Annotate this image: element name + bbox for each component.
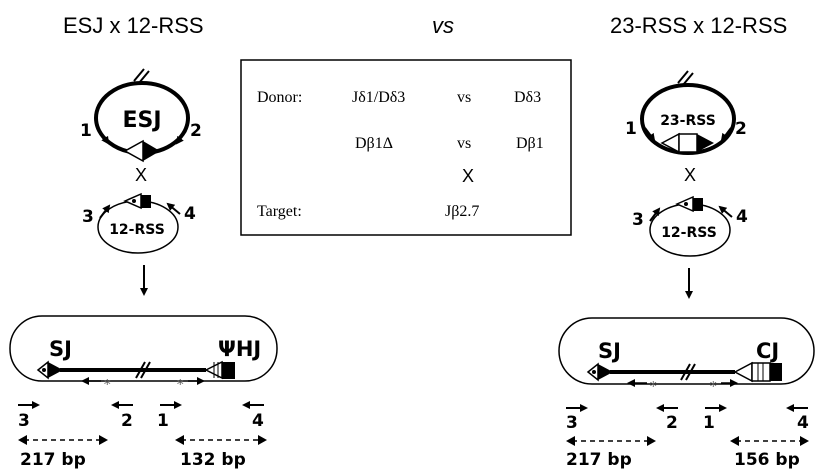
center-header: vs <box>432 13 454 38</box>
primer-2-label: 2 <box>190 121 202 141</box>
primer-3-label: 3 <box>82 207 94 227</box>
donor-row2-b: Dβ1 <box>516 135 544 152</box>
right-primer-2-label: 2 <box>735 119 747 139</box>
left-12rss-label: 12-RSS <box>109 222 165 238</box>
box-cross: X <box>462 166 474 186</box>
right-primer-3-label: 3 <box>632 210 644 230</box>
target-value: Jβ2.7 <box>445 203 479 220</box>
right-sj-label: SJ <box>598 339 621 363</box>
right-bottom-label-2: 2 <box>666 413 678 433</box>
donor-row1-b: Dδ3 <box>514 89 541 106</box>
right-12rss-label: 12-RSS <box>661 225 717 241</box>
primer-4-arrow <box>166 202 181 215</box>
right-bottom-label-1: 1 <box>703 413 715 433</box>
right-primer-1-arrow <box>644 127 656 142</box>
23rss-label: 23-RSS <box>660 113 716 129</box>
right-primer-4-arrow <box>718 205 733 218</box>
23rss-plasmid: 23-RSS <box>640 70 736 155</box>
svg-text:*: * <box>104 378 111 393</box>
right-cj-label: CJ <box>756 339 779 363</box>
right-header: 23-RSS x 12-RSS <box>610 13 787 38</box>
left-product-plasmid: SJ ΨHJ * * <box>9 315 278 393</box>
right-12rss-plasmid: 12-RSS <box>649 195 731 257</box>
primer-1-arrow <box>99 130 110 145</box>
primer-4-label: 4 <box>184 204 196 224</box>
right-primer-4-label: 4 <box>736 207 748 227</box>
right-product-plasmid: SJ CJ * * <box>558 317 815 395</box>
donor-row1-vs: vs <box>457 89 471 106</box>
left-bottom-label-1: 1 <box>157 411 169 431</box>
right-primer-1-label: 1 <box>625 119 637 139</box>
right-primer-3-arrow <box>649 207 661 222</box>
left-hj-label: ΨHJ <box>218 337 261 361</box>
right-size-2: 156 bp <box>734 450 800 470</box>
left-bottom-label-2: 2 <box>121 411 133 431</box>
primer-3-arrow <box>99 204 111 219</box>
right-bottom-label-3: 3 <box>566 413 578 433</box>
left-sj-label: SJ <box>49 337 72 361</box>
right-cross: X <box>684 165 696 185</box>
target-label: Target: <box>257 203 302 220</box>
svg-text:*: * <box>177 378 184 393</box>
donor-row2-vs: vs <box>457 135 471 152</box>
donor-label: Donor: <box>257 89 302 106</box>
left-size-2: 132 bp <box>180 450 246 470</box>
donor-row1-a: Jδ1/Dδ3 <box>352 89 405 106</box>
left-size-1: 217 bp <box>20 450 86 470</box>
right-bottom-label-4: 4 <box>797 413 809 433</box>
left-header: ESJ x 12-RSS <box>63 13 204 38</box>
esj-label: ESJ <box>122 108 161 133</box>
right-size-1: 217 bp <box>566 450 632 470</box>
left-12rss-plasmid: 12-RSS <box>97 192 179 254</box>
primer-2-arrow <box>175 130 187 145</box>
svg-text:*: * <box>710 380 717 395</box>
primer-1-label: 1 <box>80 121 92 141</box>
donor-row2-a: Dβ1Δ <box>355 135 393 152</box>
right-primer-2-arrow <box>720 127 732 142</box>
left-bottom-label-4: 4 <box>252 411 264 431</box>
left-cross: X <box>135 165 147 185</box>
left-bottom-label-3: 3 <box>18 411 30 431</box>
svg-text:*: * <box>650 380 657 395</box>
esj-plasmid: ESJ <box>94 68 190 163</box>
donor-target-box: Donor: Jδ1/Dδ3 vs Dδ3 Dβ1Δ vs Dβ1 X Targ… <box>240 59 572 236</box>
